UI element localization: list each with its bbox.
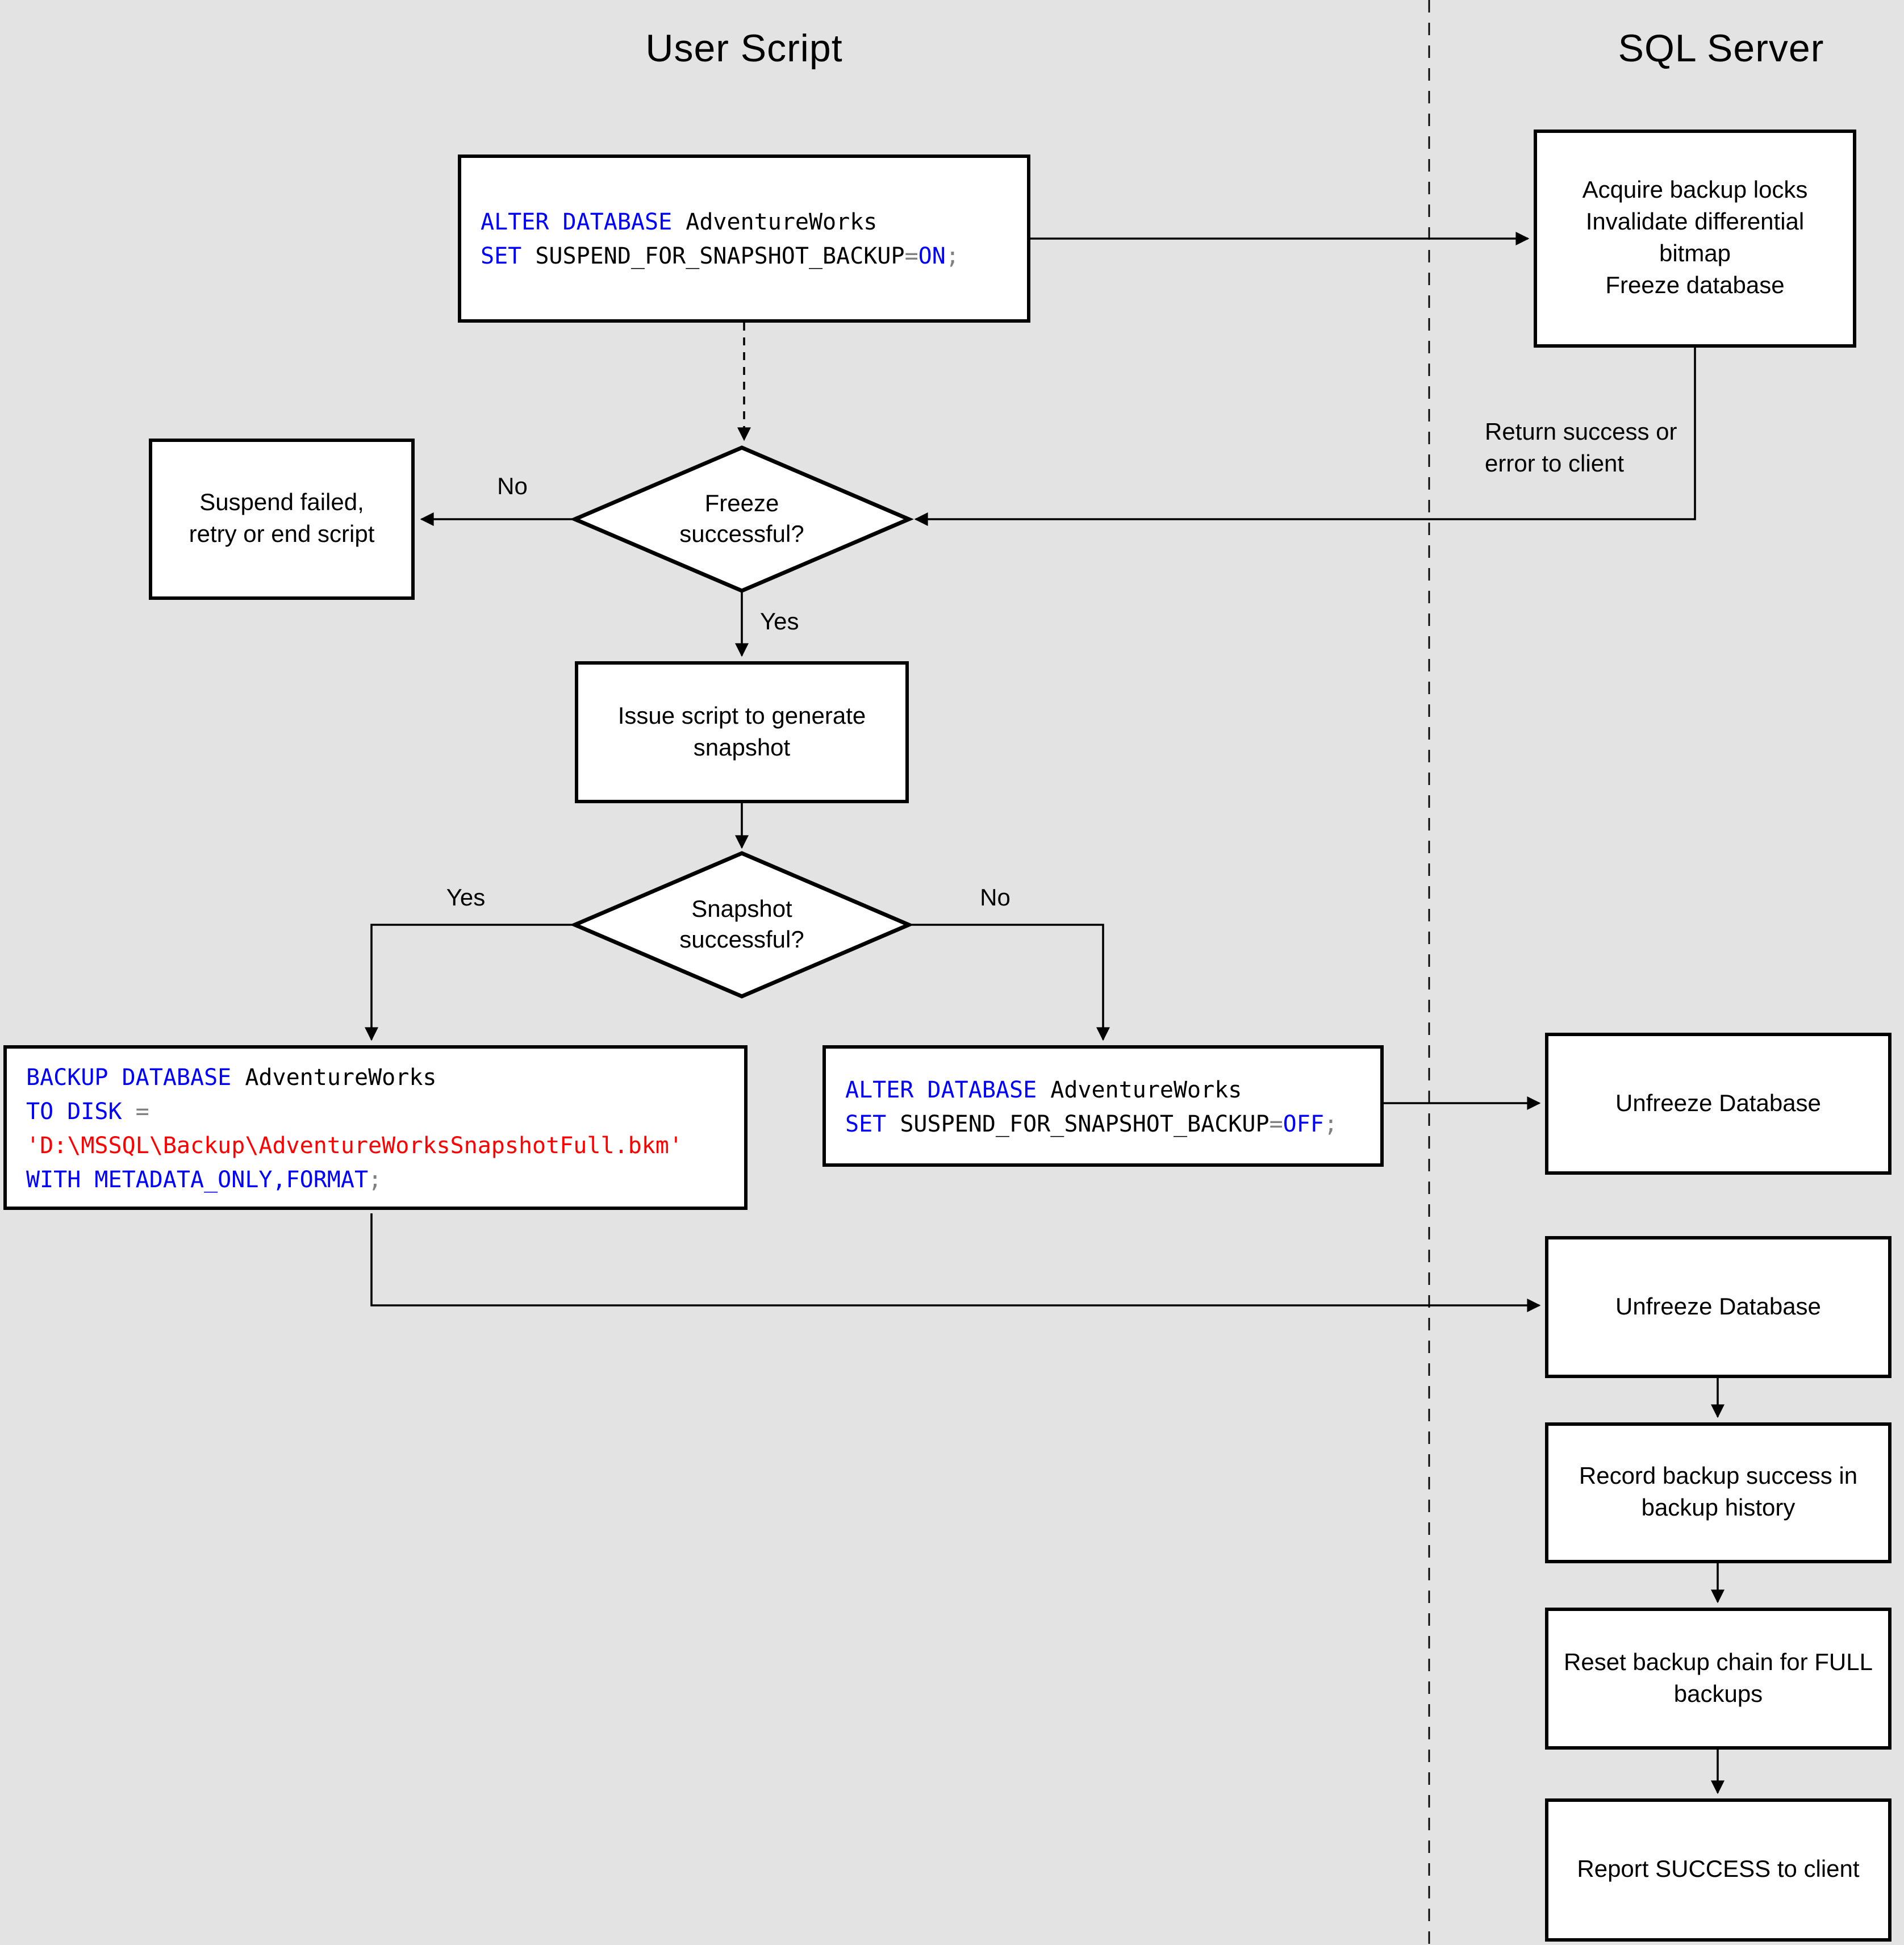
edge-snapshot-no-to-alter-off xyxy=(909,924,1110,1041)
node-issue-snapshot-script: Issue script to generate snapshot xyxy=(575,661,909,803)
code-line: SET SUSPEND_FOR_SNAPSHOT_BACKUP=OFF; xyxy=(845,1109,1338,1137)
node-record-backup-history-text: Record backup success in backup history xyxy=(1579,1463,1858,1521)
decision-snapshot-successful-shape xyxy=(570,851,914,999)
code-line: TO DISK = xyxy=(26,1097,149,1124)
node-acquire-locks-freeze: Acquire backup locks Invalidate differen… xyxy=(1534,130,1856,348)
node-report-success: Report SUCCESS to client xyxy=(1545,1798,1892,1942)
edge-snapshot-yes-to-backup xyxy=(365,924,575,1041)
decision-snapshot-successful-text: Snapshot successful? xyxy=(679,896,804,953)
code-line: ALTER DATABASE AdventureWorks xyxy=(845,1075,1242,1103)
code-line: SET SUSPEND_FOR_SNAPSHOT_BACKUP=ON; xyxy=(481,242,959,269)
code-line: ALTER DATABASE AdventureWorks xyxy=(481,208,878,235)
node-backup-database-metadata-only: BACKUP DATABASE AdventureWorks TO DISK = '… xyxy=(3,1045,748,1210)
node-unfreeze-database-2-text: Unfreeze Database xyxy=(1615,1293,1821,1320)
code-line: WITH METADATA_ONLY,FORMAT; xyxy=(26,1165,382,1192)
node-reset-backup-chain-text: Reset backup chain for FULL backups xyxy=(1564,1649,1873,1707)
label-freeze-yes: Yes xyxy=(760,609,799,635)
lane-title-sql-server: SQL Server xyxy=(1618,27,1824,70)
node-suspend-failed: Suspend failed, retry or end script xyxy=(149,439,415,600)
label-snapshot-yes: Yes xyxy=(446,885,486,911)
node-unfreeze-database-1-text: Unfreeze Database xyxy=(1615,1090,1821,1116)
node-record-backup-history: Record backup success in backup history xyxy=(1545,1422,1892,1563)
code-line: 'D:\MSSQL\Backup\AdventureWorksSnapshotF… xyxy=(26,1131,683,1158)
node-reset-backup-chain: Reset backup chain for FULL backups xyxy=(1545,1608,1892,1750)
node-report-success-text: Report SUCCESS to client xyxy=(1577,1856,1860,1883)
node-unfreeze-database-2: Unfreeze Database xyxy=(1545,1236,1892,1378)
node-acquire-locks-freeze-text: Acquire backup locks Invalidate differen… xyxy=(1582,177,1808,299)
lane-title-user-script: User Script xyxy=(645,27,843,70)
decision-freeze-successful-text: Freeze successful? xyxy=(679,491,804,548)
label-snapshot-no: No xyxy=(980,885,1011,911)
code-line: BACKUP DATABASE AdventureWorks xyxy=(26,1063,437,1090)
edge-backup-to-unfreeze-2 xyxy=(370,1213,1541,1312)
edge-acquire-to-freeze-decision xyxy=(914,348,1696,526)
node-issue-snapshot-script-text: Issue script to generate snapshot xyxy=(617,703,866,761)
node-suspend-failed-text: Suspend failed, retry or end script xyxy=(189,490,375,548)
node-unfreeze-database-1: Unfreeze Database xyxy=(1545,1033,1892,1175)
label-freeze-no: No xyxy=(497,474,528,500)
note-return-success-or-error: Return success or error to client xyxy=(1485,419,1677,477)
decision-freeze-successful-shape xyxy=(570,445,914,593)
